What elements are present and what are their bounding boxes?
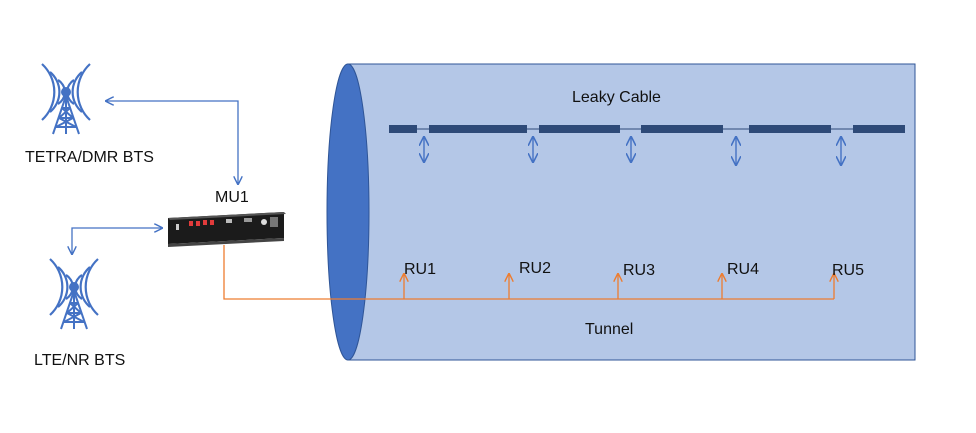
lte-mu-link-arrow xyxy=(72,228,162,254)
ru4-label: RU4 xyxy=(727,261,760,278)
tunnel-label: Tunnel xyxy=(585,321,634,338)
leaky-cable-label: Leaky Cable xyxy=(572,89,661,106)
mu1-device xyxy=(168,212,286,247)
mu1-label: MU1 xyxy=(215,189,249,206)
lte-bts-label: LTE/NR BTS xyxy=(34,352,126,369)
ru2-label: RU2 xyxy=(519,260,552,277)
cable-segment xyxy=(641,125,723,133)
tetra-antenna-icon xyxy=(40,62,92,136)
tetra-bts-label: TETRA/DMR BTS xyxy=(25,149,154,166)
cable-segment xyxy=(429,125,527,133)
cable-segment xyxy=(539,125,620,133)
fiber-trunk xyxy=(223,245,834,300)
ru3-label: RU3 xyxy=(623,262,656,279)
ru5-label: RU5 xyxy=(832,262,865,279)
cable-segment xyxy=(853,125,905,133)
ru1-label: RU1 xyxy=(404,261,437,278)
lte-antenna-icon xyxy=(48,257,100,331)
tetra-mu-link-arrow xyxy=(106,101,238,184)
tunnel-entrance xyxy=(326,63,370,361)
cable-segment xyxy=(389,125,417,133)
cable-segment xyxy=(749,125,831,133)
leaky-cable xyxy=(389,125,905,133)
tunnel-body xyxy=(347,63,916,361)
